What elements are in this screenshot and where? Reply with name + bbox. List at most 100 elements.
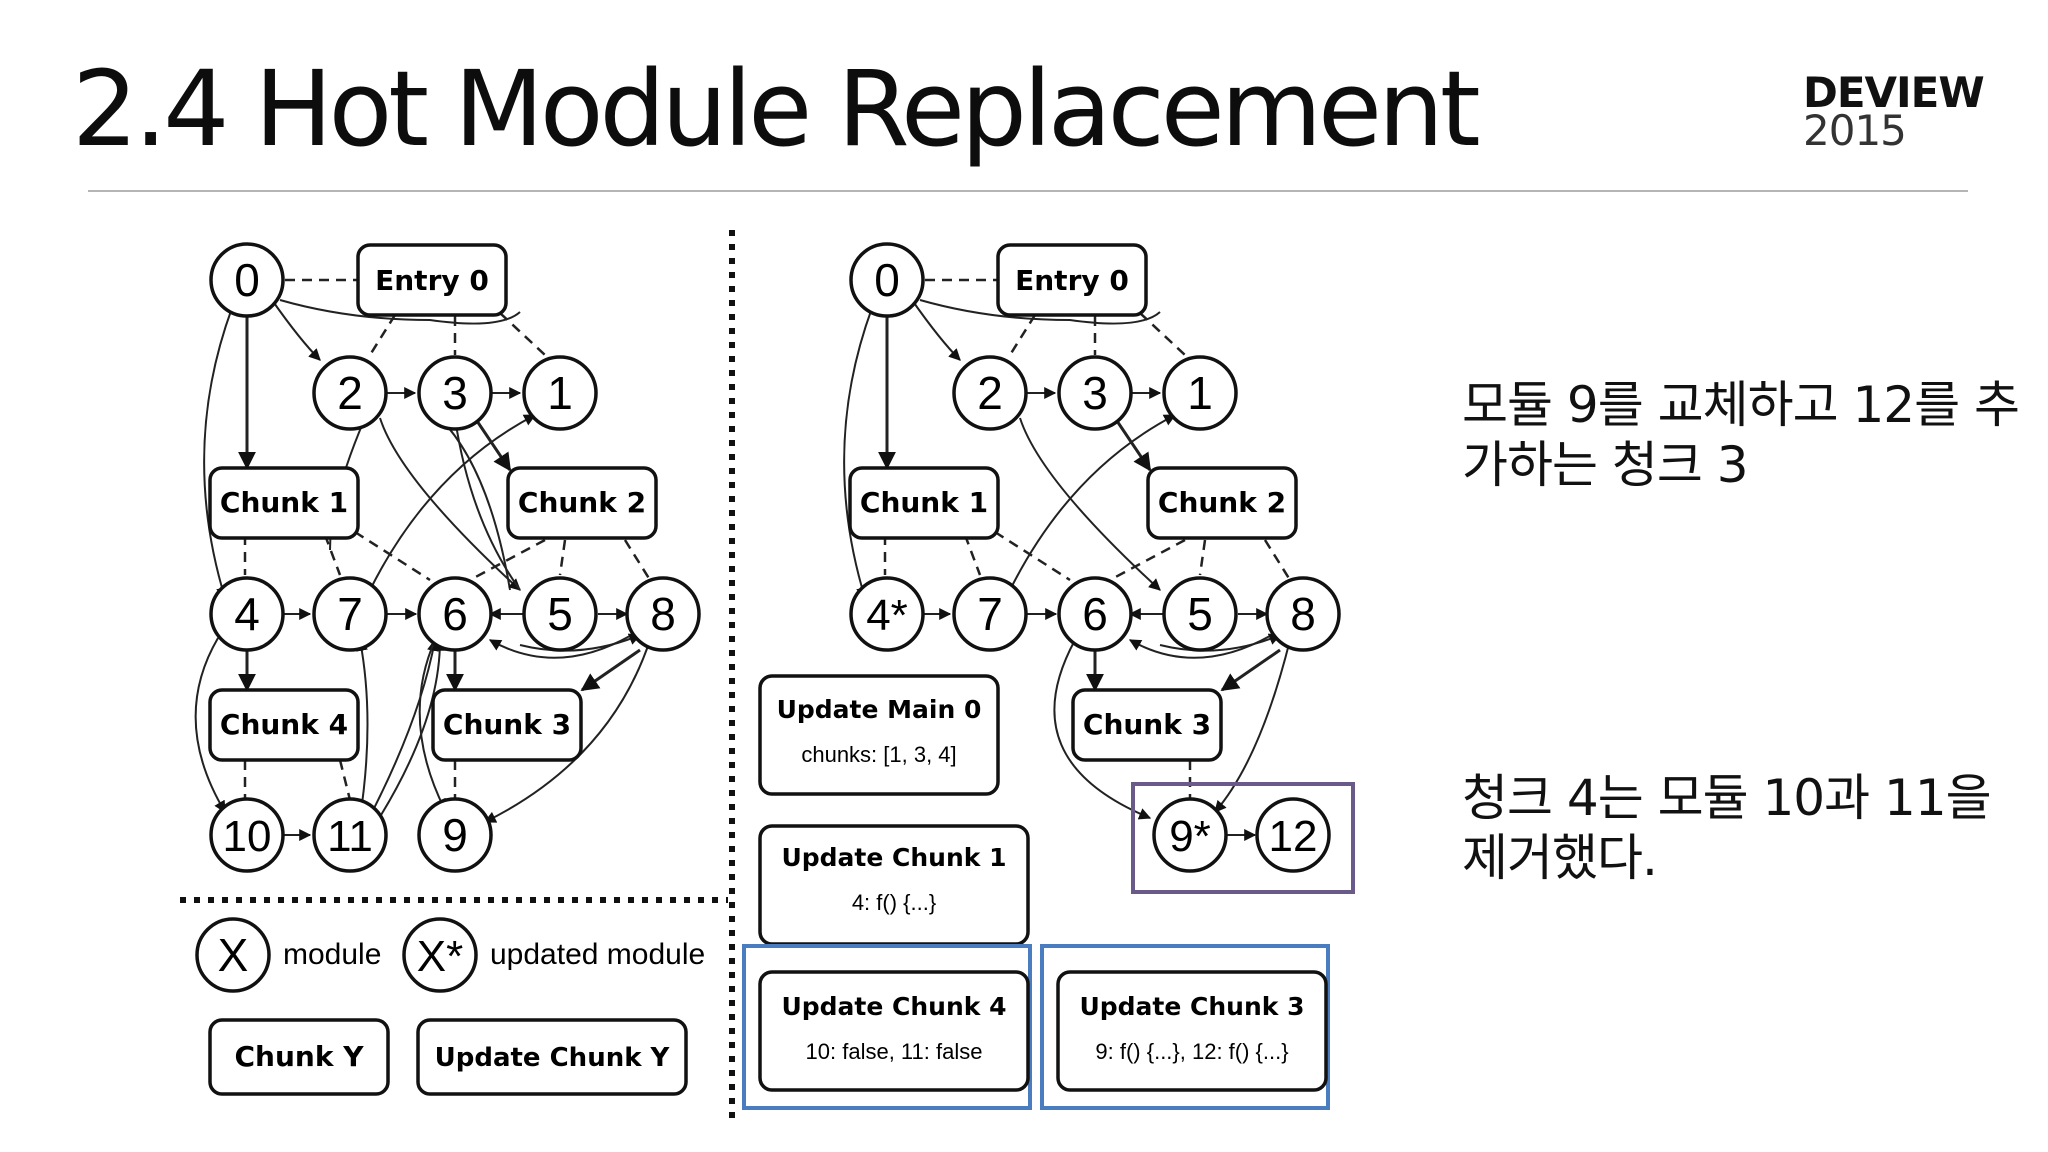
svg-text:5: 5 (547, 588, 573, 640)
module-node: 5 (522, 576, 598, 652)
svg-text:10: false, 11: false: 10: false, 11: false (806, 1039, 983, 1064)
update-chunk-4-box: Update Chunk 4 10: false, 11: false (758, 970, 1030, 1092)
legend-updated-label: updated module (490, 938, 705, 971)
module-node: 8 (625, 576, 701, 652)
update-main-box: Update Main 0 chunks: [1, 3, 4] (758, 674, 1000, 796)
chunk-node: Chunk 3 (1071, 688, 1223, 762)
svg-text:8: 8 (1290, 588, 1316, 640)
note-chunk4: 청크 4는 모듈 10과 11을 제거했다. (1462, 769, 1992, 887)
svg-text:4*: 4* (866, 591, 908, 640)
module-node: 2 (312, 355, 388, 431)
legend-module-label: module (283, 938, 381, 971)
logo-line1: DEVIEW (1803, 68, 1985, 117)
svg-text:Update Chunk 4: Update Chunk 4 (781, 992, 1006, 1021)
svg-text:7: 7 (977, 588, 1003, 640)
svg-text:7: 7 (337, 588, 363, 640)
module-node: 7 (952, 576, 1028, 652)
module-node: 10 (209, 797, 285, 873)
chunk-node: Chunk 2 (506, 466, 658, 540)
svg-text:3: 3 (442, 367, 468, 419)
module-node: 7 (312, 576, 388, 652)
chunk-node: Chunk 2 (1146, 466, 1298, 540)
svg-text:12: 12 (1269, 812, 1318, 861)
logo-line2: 2015 (1803, 106, 1907, 155)
svg-text:Chunk 3: Chunk 3 (443, 708, 571, 741)
svg-text:Chunk 1: Chunk 1 (220, 486, 348, 519)
svg-text:1: 1 (547, 367, 573, 419)
right-graph: 0 Entry 0 2 3 1 Chunk 1 Chunk 2 4* (742, 242, 1355, 1110)
update-chunk-3-box: Update Chunk 3 9: f() {...}, 12: f() {..… (1056, 970, 1328, 1092)
svg-text:X: X (218, 929, 249, 981)
svg-text:4: 4 (234, 588, 260, 640)
update-chunk-1-box: Update Chunk 1 4: f() {...} (758, 824, 1030, 946)
svg-text:6: 6 (442, 588, 468, 640)
svg-text:1: 1 (1187, 367, 1213, 419)
svg-text:Update Main 0: Update Main 0 (777, 695, 982, 724)
module-node: 11 (312, 797, 388, 873)
removed-chunk-highlight (742, 944, 1032, 1110)
chunk-node: Chunk 4 (208, 688, 360, 762)
svg-text:0: 0 (234, 254, 260, 306)
entry-node: Entry 0 (996, 243, 1148, 317)
svg-text:Chunk Y: Chunk Y (235, 1040, 365, 1073)
chunk-node: Chunk 1 (848, 466, 1000, 540)
module-node: 1 (1162, 355, 1238, 431)
svg-text:Chunk 2: Chunk 2 (518, 486, 646, 519)
module-node: 0 (209, 242, 285, 318)
module-node: 0 (849, 242, 925, 318)
svg-text:2: 2 (337, 367, 363, 419)
svg-text:3: 3 (1082, 367, 1108, 419)
svg-text:Update Chunk Y: Update Chunk Y (435, 1043, 671, 1073)
module-node: 8 (1265, 576, 1341, 652)
svg-text:Update Chunk 1: Update Chunk 1 (781, 843, 1006, 872)
svg-text:Entry 0: Entry 0 (375, 264, 489, 297)
svg-text:9: f() {...}, 12: f() {...}: 9: f() {...}, 12: f() {...} (1095, 1039, 1288, 1064)
deview-logo: DEVIEW 2015 (1803, 68, 1985, 155)
module-node: 4* (849, 576, 925, 652)
legend-module-symbol: X (195, 917, 271, 993)
module-node: 6 (1057, 576, 1133, 652)
legend-chunk: Chunk Y (208, 1018, 390, 1096)
left-graph-edges (194, 278, 652, 841)
svg-text:Chunk 4: Chunk 4 (220, 708, 348, 741)
module-node: 4 (209, 576, 285, 652)
module-node: 5 (1162, 576, 1238, 652)
module-node: 1 (522, 355, 598, 431)
updated-chunk-highlight (1040, 944, 1330, 1110)
svg-text:X*: X* (417, 932, 463, 981)
left-graph: 0 Entry 0 2 3 1 Chunk 1 Chunk 2 4 (208, 242, 701, 873)
module-node: 3 (1057, 355, 1133, 431)
entry-node: Entry 0 (356, 243, 508, 317)
svg-text:5: 5 (1187, 588, 1213, 640)
svg-text:4: f() {...}: 4: f() {...} (852, 890, 936, 915)
note-chunk3: 모듈 9를 교체하고 12를 추가하는 청크 3 (1462, 376, 2020, 494)
svg-text:9*: 9* (1169, 812, 1211, 861)
svg-text:0: 0 (874, 254, 900, 306)
svg-text:6: 6 (1082, 588, 1108, 640)
svg-text:Update Chunk 3: Update Chunk 3 (1079, 992, 1304, 1021)
legend-updated-symbol: X* (402, 917, 478, 993)
module-node: 9 (417, 797, 493, 873)
chunk-node: Chunk 3 (431, 688, 583, 762)
svg-text:Chunk 1: Chunk 1 (860, 486, 988, 519)
svg-text:Entry 0: Entry 0 (1015, 264, 1129, 297)
svg-text:8: 8 (650, 588, 676, 640)
svg-text:9: 9 (442, 809, 468, 861)
new-module-node: 12 (1255, 797, 1331, 873)
slide-title: 2.4 Hot Module Replacement (72, 48, 1481, 170)
svg-text:Chunk 3: Chunk 3 (1083, 708, 1211, 741)
chunk-node: Chunk 1 (208, 466, 360, 540)
svg-text:10: 10 (223, 812, 272, 861)
module-node: 3 (417, 355, 493, 431)
added-modules-highlight (1131, 782, 1355, 894)
updated-module-node: 9* (1152, 797, 1228, 873)
svg-text:2: 2 (977, 367, 1003, 419)
legend-update-chunk: Update Chunk Y (416, 1018, 688, 1096)
svg-text:Chunk 2: Chunk 2 (1158, 486, 1286, 519)
module-node: 2 (952, 355, 1028, 431)
svg-text:chunks: [1, 3, 4]: chunks: [1, 3, 4] (801, 742, 956, 767)
legend: X module X* updated module Chunk Y Updat… (195, 917, 705, 1096)
title-divider (88, 190, 1968, 192)
module-node: 6 (417, 576, 493, 652)
